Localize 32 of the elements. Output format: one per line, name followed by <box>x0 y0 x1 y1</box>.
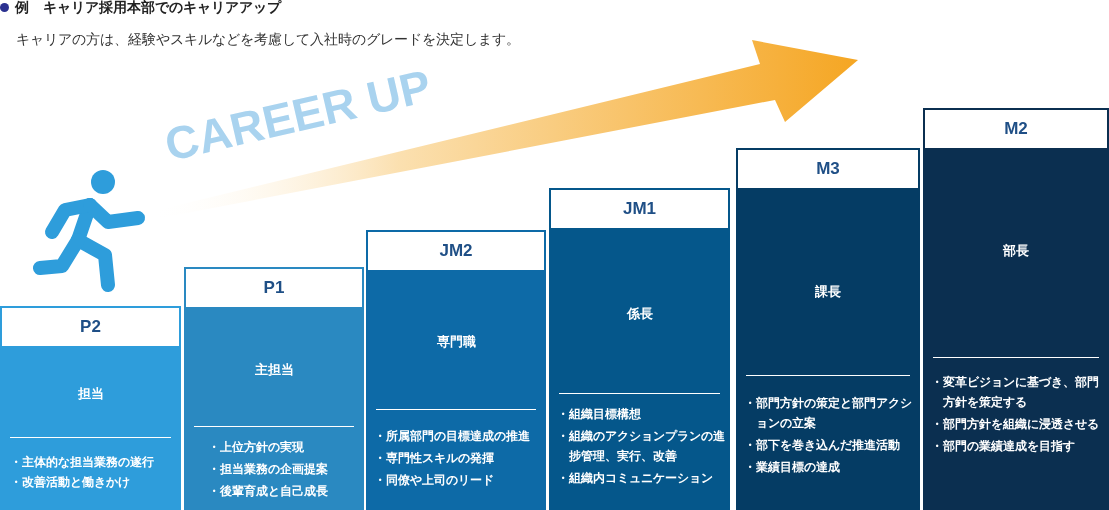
duty-item: ・担当業務の企画提案 <box>208 461 329 478</box>
role-title: 部長 <box>1002 242 1030 260</box>
role-title: 専門職 <box>435 333 477 351</box>
grade-header: JM2 <box>366 230 546 272</box>
duty-item: ・業績目標の達成 <box>744 459 841 476</box>
career-up-text: CAREER UP <box>159 58 436 172</box>
grade-header: M3 <box>736 148 920 190</box>
duty-item: ・専門性スキルの発揮 <box>374 450 495 467</box>
grade-header: P1 <box>184 267 364 309</box>
duty-item: ・部門方針の策定と部門アクションの立案 <box>744 395 913 432</box>
duty-item: ・部下を巻き込んだ推進活動 <box>744 437 901 454</box>
title: 例 キャリア採用本部でのキャリアアップ <box>15 0 281 17</box>
duty-item: ・所属部門の目標達成の推進 <box>374 428 531 445</box>
grade-header: P2 <box>0 306 181 348</box>
duty-item: ・同僚や上司のリード <box>374 472 495 489</box>
role-title: 係長 <box>625 305 654 323</box>
duty-item: ・部門方針を組織に浸透させる <box>931 416 1100 433</box>
duty-item: ・改善活動と働きかけ <box>10 474 131 491</box>
duty-item: ・後輩育成と自己成長 <box>208 483 329 500</box>
role-title: 主担当 <box>253 361 295 379</box>
duty-item: ・組織のアクションプランの進捗管理、実行、改善 <box>557 428 726 465</box>
grade-header: JM1 <box>549 188 730 230</box>
duty-item: ・組織目標構想 <box>557 406 642 423</box>
duty-item: ・主体的な担当業務の遂行 <box>10 454 155 471</box>
duty-item: ・上位方針の実現 <box>208 439 305 456</box>
role-title: 課長 <box>814 283 842 301</box>
duty-item: ・組織内コミュニケーション <box>557 470 714 487</box>
role-title: 担当 <box>76 385 105 403</box>
note-text: キャリアの方は、経験やスキルなどを考慮して入社時のグレードを決定します。 <box>16 31 520 49</box>
grade-header: M2 <box>923 108 1109 150</box>
duty-item: ・変革ビジョンに基づき、部門方針を策定する <box>931 374 1100 411</box>
duty-item: ・部門の業績達成を目指す <box>931 438 1076 455</box>
